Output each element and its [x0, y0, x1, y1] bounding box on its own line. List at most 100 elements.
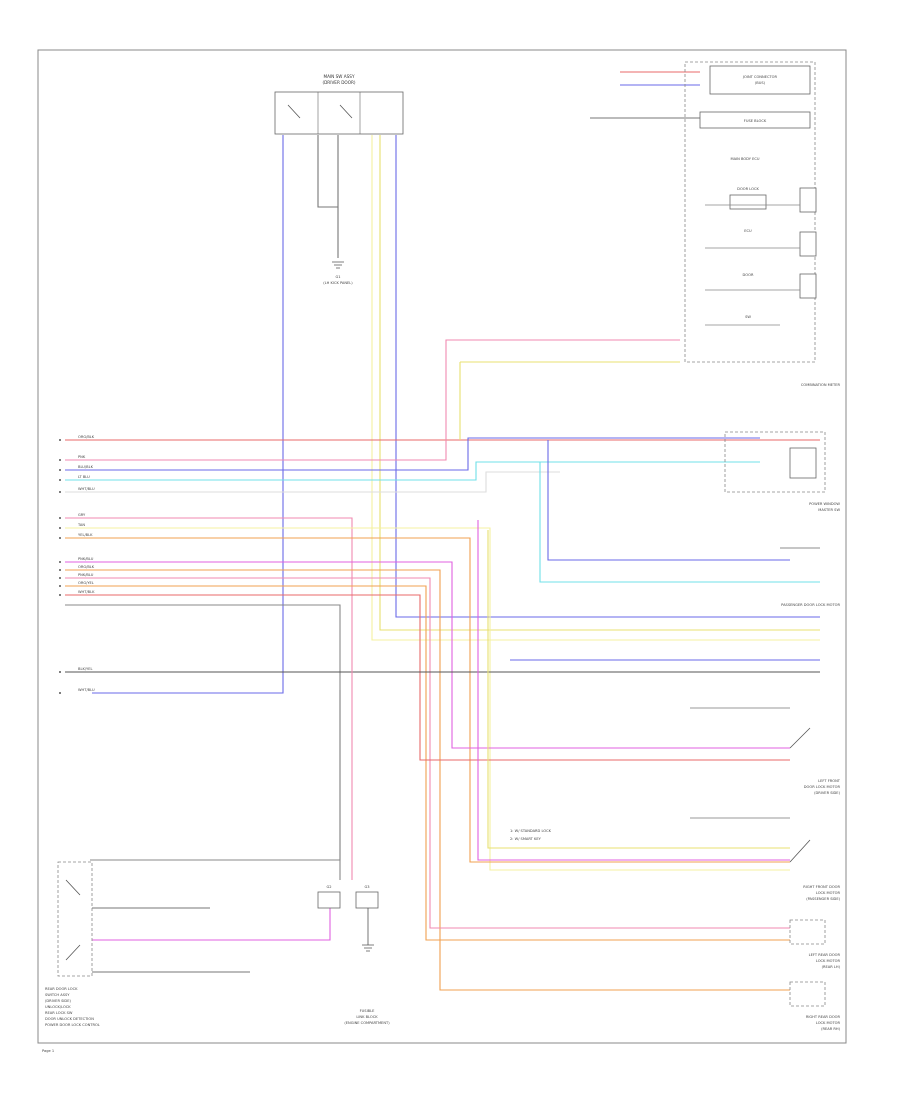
wire-wht-blk: [65, 594, 790, 761]
note-2: 2: W/ SMART KEY: [510, 837, 542, 841]
left-wire-labels: ORG/BLK PNK BLU/BLK LT BLU WHT/BLU GRY T…: [77, 435, 95, 692]
wire-label-3: LT BLU: [78, 475, 90, 479]
wire-label-14: WHT/BLU: [78, 688, 95, 692]
top-switch-label-1: MAIN SW ASSY: [323, 74, 354, 79]
wire-label-6: TAN: [77, 523, 85, 527]
left-connector-pins: [59, 439, 61, 694]
top-right-connector-label-1: JOINT CONNECTOR: [742, 75, 777, 79]
component-group: MAIN SW ASSY (DRIVER DOOR) G1 (LH KICK P…: [42, 61, 841, 1053]
note-1: 1: W/ STANDARD LOCK: [510, 829, 552, 833]
wire-org-blk-2: [65, 569, 790, 991]
power-window-label-2: MASTER SW: [818, 508, 840, 512]
wire-org-yel: [65, 585, 790, 941]
wire-blu-long: [547, 440, 790, 561]
unlock-box: [729, 194, 767, 210]
diagram-frame: [37, 49, 847, 1044]
wire-label-2: BLU/BLK: [78, 465, 94, 469]
ground-g3-box: [355, 891, 379, 909]
fuse-center-label-2: LINK BLOCK: [356, 1015, 378, 1019]
combination-meter-label: COMBINATION METER: [801, 383, 841, 387]
wire-pnk-1: [65, 339, 680, 461]
wire-wht-blu-1: [65, 471, 560, 493]
ground-bottom-symbol: [362, 908, 374, 952]
wire-ltblu-long: [539, 462, 820, 583]
ground-g2-label: G2: [326, 885, 331, 889]
wire-ltblu-1: [65, 461, 760, 481]
side-relay-1: [799, 187, 817, 213]
wire-label-9: ORG/BLK: [78, 565, 95, 569]
wire-pnk-blu-2: [65, 561, 790, 749]
wire-yellow-sw: [379, 135, 820, 631]
wire-label-4: WHT/BLU: [78, 487, 95, 491]
wire-label-13: BLK/YEL: [78, 667, 93, 671]
left-front-label-1: LEFT FRONT: [818, 779, 841, 783]
ground-top-label-2: (LH KICK PANEL): [323, 281, 353, 285]
unlock-item-3: DOOR: [743, 273, 754, 277]
wire-tan-sw: [371, 135, 820, 641]
fuse-center-label-1: FUSIBLE: [360, 1009, 376, 1013]
bottom-left-switch-box: [57, 861, 93, 977]
wire-label-12: WHT/BLK: [78, 590, 95, 594]
wire-label-5: GRY: [78, 513, 86, 517]
right-front-label-1: RIGHT FRONT DOOR: [803, 885, 840, 889]
left-front-label-3: (DRIVER SIDE): [814, 791, 840, 795]
bl-switch-label-1: REAR DOOR LOCK: [45, 987, 78, 991]
wire-blue-main: [92, 135, 284, 694]
ground-top-label-1: G1: [335, 275, 340, 279]
right-rear-label-1: RIGHT REAR DOOR: [806, 1015, 841, 1019]
fuse-block-box: [699, 111, 811, 129]
passenger-motor-label: PASSENGER DOOR LOCK MOTOR: [781, 603, 840, 607]
wire-magenta-bl: [92, 905, 331, 941]
wire-pnk-blu-3: [65, 577, 790, 929]
ground-top-symbol: [332, 261, 344, 269]
right-front-label-3: (PASSENGER SIDE): [806, 897, 840, 901]
side-relay-2: [799, 231, 817, 257]
power-window-label-1: POWER WINDOW: [809, 502, 840, 506]
bl-switch-label-7: POWER DOOR LOCK CONTROL: [45, 1023, 100, 1027]
ground-g2-box: [317, 891, 341, 909]
wire-label-11: ORG/YEL: [78, 581, 94, 585]
unlock-item-1: DOOR LOCK: [737, 187, 759, 191]
right-front-switch: [789, 839, 811, 863]
right-rear-label-2: LOCK MOTOR: [816, 1021, 841, 1025]
bl-switch-label-5: REAR LOCK SW: [45, 1011, 73, 1015]
right-front-label-2: LOCK MOTOR: [816, 891, 841, 895]
bl-switch-label-2: SWITCH ASSY: [45, 993, 70, 997]
unlock-item-2: ECU: [744, 229, 752, 233]
unlock-item-4: SW: [745, 315, 751, 319]
bl-switch-label-6: DOOR UNLOCK DETECTION: [45, 1017, 94, 1021]
wire-group: [65, 71, 820, 991]
left-rear-label-3: (REAR LH): [822, 965, 841, 969]
side-relay-3: [799, 273, 817, 299]
right-module-label-1: MAIN BODY ECU: [731, 157, 760, 161]
left-rear-box: [789, 919, 826, 945]
left-front-switch: [789, 727, 811, 749]
top-right-connector-label-2: (BUS): [755, 81, 766, 85]
wire-pink-vert2: [477, 520, 790, 861]
wire-label-8: PNK/BLU: [78, 557, 94, 561]
power-window-inner: [789, 447, 817, 479]
power-window-box: [724, 431, 826, 493]
top-switch-label-2: (DRIVER DOOR): [322, 80, 355, 85]
wire-blu-blk-1: [65, 437, 760, 471]
fuse-block-label: FUSE BLOCK: [744, 119, 767, 123]
top-switch-box: [274, 91, 404, 135]
fuse-center-label-3: (ENGINE COMPARTMENT): [344, 1021, 390, 1025]
left-rear-label-1: LEFT REAR DOOR: [809, 953, 841, 957]
right-rear-label-3: (REAR RH): [821, 1027, 840, 1031]
bl-switch-label-4: UNLOCK/LOCK: [45, 1005, 71, 1009]
page-label: Page 1: [42, 1049, 54, 1053]
wire-yellow-vert2: [487, 530, 790, 849]
wire-tan-1: [65, 527, 790, 871]
top-right-connector-box: [709, 65, 811, 95]
left-rear-label-2: LOCK MOTOR: [816, 959, 841, 963]
bl-switch-label-3: (DRIVER SIDE): [45, 999, 71, 1003]
wire-black-sw1: [317, 135, 339, 208]
wire-label-0: ORG/BLK: [78, 435, 95, 439]
wire-gry-1: [65, 517, 353, 600]
wire-label-1: PNK: [78, 455, 86, 459]
wire-label-10: PNK/BLU: [78, 573, 94, 577]
wire-blue-sw: [395, 135, 820, 618]
left-front-label-2: DOOR LOCK MOTOR: [804, 785, 841, 789]
